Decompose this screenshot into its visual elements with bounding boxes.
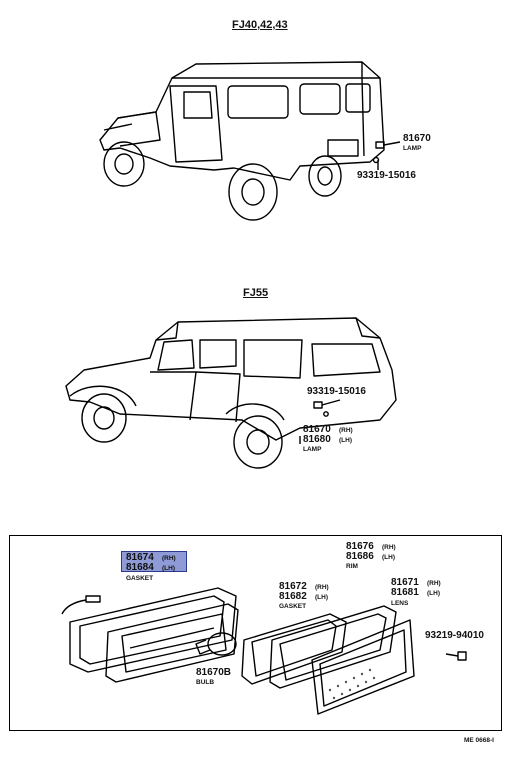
- section2-title: FJ55: [243, 287, 269, 299]
- exploded-detail-frame: [9, 535, 502, 731]
- part-81681-lh-tag: (LH): [427, 590, 440, 597]
- part-81682-lh-number: 81682: [279, 591, 307, 602]
- part-81670-number: 81670: [403, 133, 431, 144]
- part-81670b-number: 81670B: [196, 667, 232, 678]
- part-81684-lh-tag: (LH): [162, 565, 175, 572]
- part-93219-94010: 93219-94010: [425, 630, 484, 641]
- part-81674-rh-number: 81674: [126, 552, 154, 563]
- part-81672-rh-number: 81672: [279, 581, 307, 592]
- part-81686-lh-number: 81686: [346, 551, 374, 562]
- part-81671-rh-tag: (RH): [427, 580, 441, 587]
- part-81674-rh-tag: (RH): [162, 555, 176, 562]
- part-81676-rh-tag: (RH): [382, 544, 396, 551]
- part-81681-lh-number: 81681: [391, 587, 419, 598]
- part-81670b-desc: BULB: [196, 679, 215, 686]
- part-81686-lh-tag: (LH): [382, 554, 395, 561]
- diagram-code: ME 0668-I: [464, 737, 494, 744]
- part-81680-lh-tag: (LH): [339, 437, 352, 444]
- part-81670-rh-tag: (RH): [339, 427, 353, 434]
- part-93319-15016-a: 93319-15016: [357, 170, 416, 181]
- part-81674-desc: GASKET: [126, 575, 154, 582]
- section1-title: FJ40,42,43: [232, 19, 288, 31]
- part-81671-rh-number: 81671: [391, 577, 419, 588]
- part-81684-lh-number: 81684: [126, 562, 154, 573]
- part-81671-desc: LENS: [391, 600, 409, 607]
- part-81670-lamp-desc: LAMP: [303, 446, 322, 453]
- part-81676-rh-number: 81676: [346, 541, 374, 552]
- part-81672-desc: GASKET: [279, 603, 307, 610]
- highlight-81674: [121, 551, 187, 572]
- part-81680-lh-number: 81680: [303, 434, 331, 445]
- part-81672-rh-tag: (RH): [315, 584, 329, 591]
- part-81670-rh-number: 81670: [303, 424, 331, 435]
- part-81676-desc: RIM: [346, 563, 358, 570]
- part-81670-desc: LAMP: [403, 145, 422, 152]
- part-93319-15016-b: 93319-15016: [307, 386, 366, 397]
- part-81682-lh-tag: (LH): [315, 594, 328, 601]
